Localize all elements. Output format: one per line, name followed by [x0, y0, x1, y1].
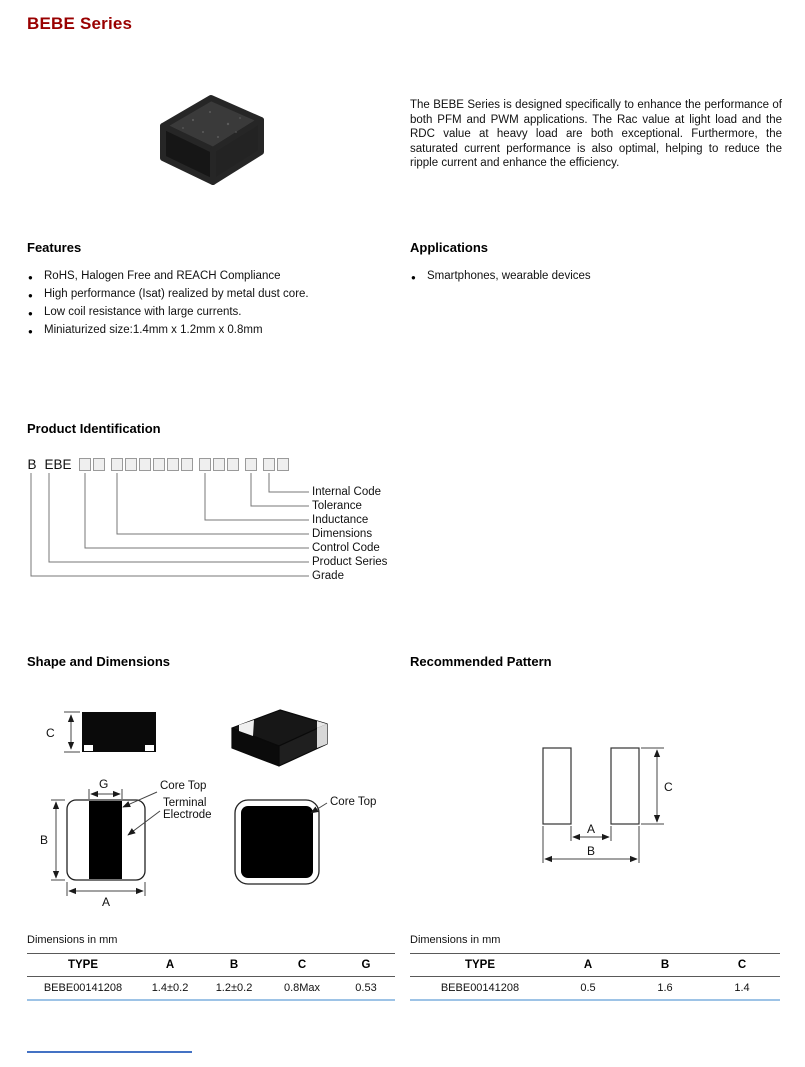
pattern-pad-right — [610, 747, 640, 825]
col-header-c: C — [704, 953, 780, 977]
feature-item: High performance (Isat) realized by meta… — [27, 287, 397, 303]
col-header-type: TYPE — [27, 953, 139, 977]
part-number-diagram: B EBE Internal Code Tolerance Inductance… — [27, 457, 427, 592]
cell-c: 1.4 — [704, 976, 780, 1001]
code-label-control: Control Code — [312, 542, 380, 554]
shape-dimensions-diagram: C — [40, 709, 376, 909]
tolerance-code-boxes — [245, 458, 257, 471]
product-identification-heading: Product Identification — [27, 421, 161, 436]
shape-dimensions-heading: Shape and Dimensions — [27, 654, 171, 669]
recommended-pattern-heading: Recommended Pattern — [410, 654, 552, 669]
cell-type: BEBE00141208 — [410, 976, 550, 1001]
terminal-electrode-label-2: Electrode — [163, 809, 212, 821]
series-code: EBE — [44, 457, 72, 472]
pattern-dim-b: B — [587, 844, 595, 858]
cell-c: 0.8Max — [267, 976, 337, 1001]
code-label-series: Product Series — [312, 556, 388, 568]
part-number-code-row: B EBE — [27, 457, 289, 472]
cell-b: 1.2±0.2 — [201, 976, 267, 1001]
product-photo — [160, 95, 264, 185]
col-header-a: A — [550, 953, 626, 977]
table-row: BEBE00141208 0.5 1.6 1.4 — [410, 976, 780, 1001]
applications-heading: Applications — [410, 240, 489, 255]
iso-view — [231, 709, 328, 767]
dimensions-table-caption: Dimensions in mm — [27, 934, 118, 946]
pattern-table-caption: Dimensions in mm — [410, 934, 501, 946]
side-view-body — [82, 712, 156, 752]
cell-g: 0.53 — [337, 976, 395, 1001]
col-header-type: TYPE — [410, 953, 550, 977]
terminal-electrode-label-1: Terminal — [163, 797, 206, 809]
cell-b: 1.6 — [626, 976, 704, 1001]
cell-a: 0.5 — [550, 976, 626, 1001]
dimensions-table: TYPE A B C G BEBE00141208 1.4±0.2 1.2±0.… — [27, 953, 395, 1001]
internal-code-boxes — [263, 458, 289, 471]
dim-label-b: B — [40, 833, 48, 847]
core-top-label: Core Top — [160, 780, 206, 792]
dimensions-code-boxes — [111, 458, 193, 471]
control-code-boxes — [79, 458, 105, 471]
feature-item: Low coil resistance with large currents. — [27, 305, 397, 321]
iso-terminal-left — [239, 720, 254, 736]
features-list: RoHS, Halogen Free and REACH Compliance … — [27, 269, 397, 341]
applications-list: Smartphones, wearable devices — [410, 269, 780, 287]
feature-item: Miniaturized size:1.4mm x 1.2mm x 0.8mm — [27, 323, 397, 339]
dim-label-g: G — [99, 777, 108, 791]
series-description: The BEBE Series is designed specifically… — [410, 99, 782, 170]
dimensions-table-header-row: TYPE A B C G — [27, 953, 395, 977]
top-view-core — [89, 801, 122, 879]
code-label-inductance: Inductance — [312, 514, 369, 526]
iso-terminal-right — [317, 724, 327, 748]
col-header-b: B — [201, 953, 267, 977]
pattern-dim-a: A — [587, 822, 595, 836]
grade-code: B — [27, 457, 37, 472]
table-row: BEBE00141208 1.4±0.2 1.2±0.2 0.8Max 0.53 — [27, 976, 395, 1001]
dim-label-c: C — [46, 726, 55, 740]
page-title: BEBE Series — [27, 14, 133, 33]
footer-divider — [27, 1051, 192, 1053]
code-label-dimensions: Dimensions — [312, 528, 373, 540]
feature-item: RoHS, Halogen Free and REACH Compliance — [27, 269, 397, 285]
application-item: Smartphones, wearable devices — [410, 269, 780, 285]
dimensions-table-block: Dimensions in mm TYPE A B C G BEBE001412… — [27, 934, 395, 1001]
code-label-internal: Internal Code — [312, 486, 382, 498]
pattern-pad-left — [542, 747, 572, 825]
part-number-connector-lines — [30, 473, 309, 577]
code-label-grade: Grade — [312, 570, 344, 582]
col-header-g: G — [337, 953, 395, 977]
inductance-code-boxes — [199, 458, 239, 471]
top-view2-core — [241, 806, 313, 878]
core-top-label-2: Core Top — [330, 796, 376, 808]
code-label-tolerance: Tolerance — [312, 500, 362, 512]
pattern-table-block: Dimensions in mm TYPE A B C BEBE00141208… — [410, 934, 780, 1001]
col-header-b: B — [626, 953, 704, 977]
pattern-dim-c: C — [664, 780, 673, 794]
cell-a: 1.4±0.2 — [139, 976, 201, 1001]
features-heading: Features — [27, 240, 82, 255]
col-header-a: A — [139, 953, 201, 977]
pattern-table: TYPE A B C BEBE00141208 0.5 1.6 1.4 — [410, 953, 780, 1001]
dim-label-a: A — [102, 895, 110, 909]
col-header-c: C — [267, 953, 337, 977]
recommended-pattern-diagram: A B C — [542, 747, 673, 863]
pattern-table-header-row: TYPE A B C — [410, 953, 780, 977]
cell-type: BEBE00141208 — [27, 976, 139, 1001]
